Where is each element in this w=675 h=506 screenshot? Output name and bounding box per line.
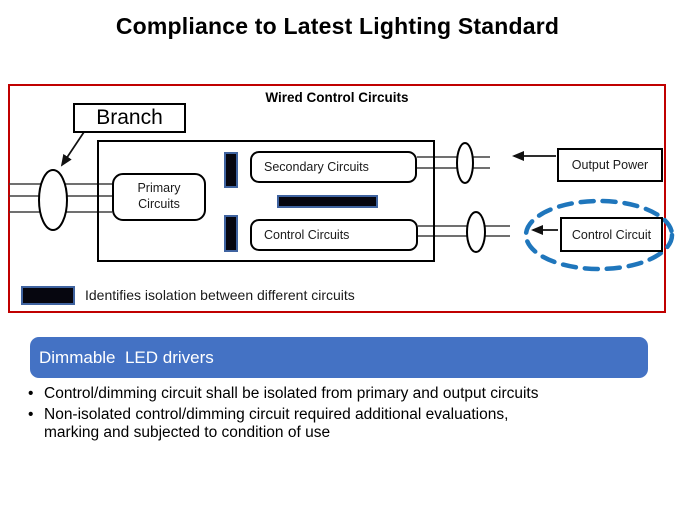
output-power-label: Output Power (571, 158, 649, 172)
page-title: Compliance to Latest Lighting Standard (115, 13, 560, 39)
bullet-marker: • (28, 406, 34, 423)
control-circuit-box: Control Circuit (560, 217, 663, 252)
output-connector-ellipse (456, 142, 474, 184)
isolation-bar-horizontal (277, 195, 378, 208)
branch-arrow (60, 131, 85, 167)
bullet-list: • Control/dimming circuit shall be isola… (28, 385, 672, 445)
driver-enclosure-box (97, 140, 435, 262)
diagram-title: Wired Control Circuits (265, 90, 409, 105)
isolation-legend-swatch (21, 286, 75, 305)
section-banner: Dimmable LED drivers (30, 337, 648, 378)
bullet-item: • Control/dimming circuit shall be isola… (28, 385, 672, 403)
isolation-legend-label: Identifies isolation between different c… (85, 287, 355, 303)
highlight-dashed-ellipse (523, 198, 675, 272)
primary-circuits-box: Primary Circuits (112, 173, 206, 221)
bullet-item: • Non-isolated control/dimming circuit r… (28, 406, 672, 442)
branch-callout-box: Branch (73, 103, 186, 133)
section-banner-label: Dimmable LED drivers (39, 347, 214, 367)
branch-connector-ellipse (38, 169, 68, 231)
isolation-bar-top (224, 152, 238, 188)
secondary-circuits-box: Secondary Circuits (250, 151, 417, 183)
secondary-circuits-label: Secondary Circuits (264, 160, 369, 174)
control-connector-ellipse (466, 211, 486, 253)
control-circuit-label: Control Circuit (571, 227, 652, 242)
primary-circuits-label: Primary Circuits (137, 181, 181, 211)
isolation-bar-bottom (224, 215, 238, 252)
output-power-box: Output Power (557, 148, 663, 182)
bullet-text: Control/dimming circuit shall be isolate… (44, 385, 539, 402)
control-circuits-label: Control Circuits (264, 228, 350, 242)
bullet-marker: • (28, 385, 34, 402)
bullet-text: Non-isolated control/dimming circuit req… (44, 406, 509, 441)
branch-label: Branch (96, 106, 163, 129)
control-circuits-box: Control Circuits (250, 219, 418, 251)
